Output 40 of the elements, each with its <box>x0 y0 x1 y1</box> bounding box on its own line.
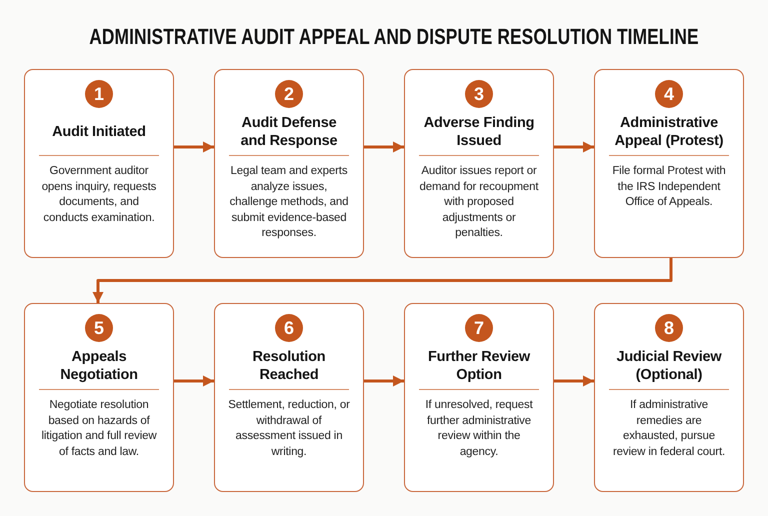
step-description: File formal Protest with the IRS Independent Office of Appeals. <box>611 164 727 210</box>
arrow <box>174 142 214 152</box>
step-number: 2 <box>275 80 303 108</box>
step-number: 3 <box>465 80 493 108</box>
step-card <box>404 69 554 258</box>
step-title: Adverse Finding Issued <box>422 114 536 150</box>
step-card <box>214 69 364 258</box>
step-card <box>24 303 174 492</box>
arrow <box>554 376 594 386</box>
step-number: 7 <box>465 314 493 342</box>
step-number: 8 <box>655 314 683 342</box>
step-card <box>24 69 174 258</box>
step-card <box>594 69 744 258</box>
step-number: 6 <box>275 314 303 342</box>
step-description: If administrative remedies are exhausted, pursue review in federal court. <box>612 398 726 460</box>
arrow <box>364 142 404 152</box>
step-description: Government auditor opens inquiry, requests documents, and conducts examination. <box>40 164 158 226</box>
step-number: 1 <box>85 80 113 108</box>
step-number: 4 <box>655 80 683 108</box>
arrow <box>364 376 404 386</box>
step-title: Further Review Option <box>427 348 532 384</box>
step-title: Resolution Reached <box>252 348 326 384</box>
step-title: Administrative Appeal (Protest) <box>614 114 724 150</box>
step-description: Negotiate resolution based on hazards of litigation and full review of facts and law. <box>40 398 158 460</box>
arrow <box>92 258 672 303</box>
step-description: Settlement, reduction, or withdrawal of assessment issued in writing. <box>228 398 350 460</box>
step-card <box>214 303 364 492</box>
step-title: Appeals Negotiation <box>59 348 139 384</box>
arrow <box>174 376 214 386</box>
arrow <box>554 142 594 152</box>
step-number: 5 <box>85 314 113 342</box>
step-description: Auditor issues report or demand for recoupment with proposed adjustments or penalties. <box>418 164 540 241</box>
step-description: Legal team and experts analyze issues, challenge methods, and submit evidence-based responses. <box>228 164 350 241</box>
step-title: Audit Initiated <box>52 123 146 141</box>
diagram-title: ADMINISTRATIVE AUDIT APPEAL AND DISPUTE RESOLUTION TIMELINE <box>89 24 699 50</box>
step-card <box>594 303 744 492</box>
step-title: Audit Defense and Response <box>240 114 338 150</box>
step-card <box>404 303 554 492</box>
step-title: Judicial Review (Optional) <box>616 348 723 384</box>
step-description: If unresolved, request further administrative review within the agency. <box>424 398 534 460</box>
